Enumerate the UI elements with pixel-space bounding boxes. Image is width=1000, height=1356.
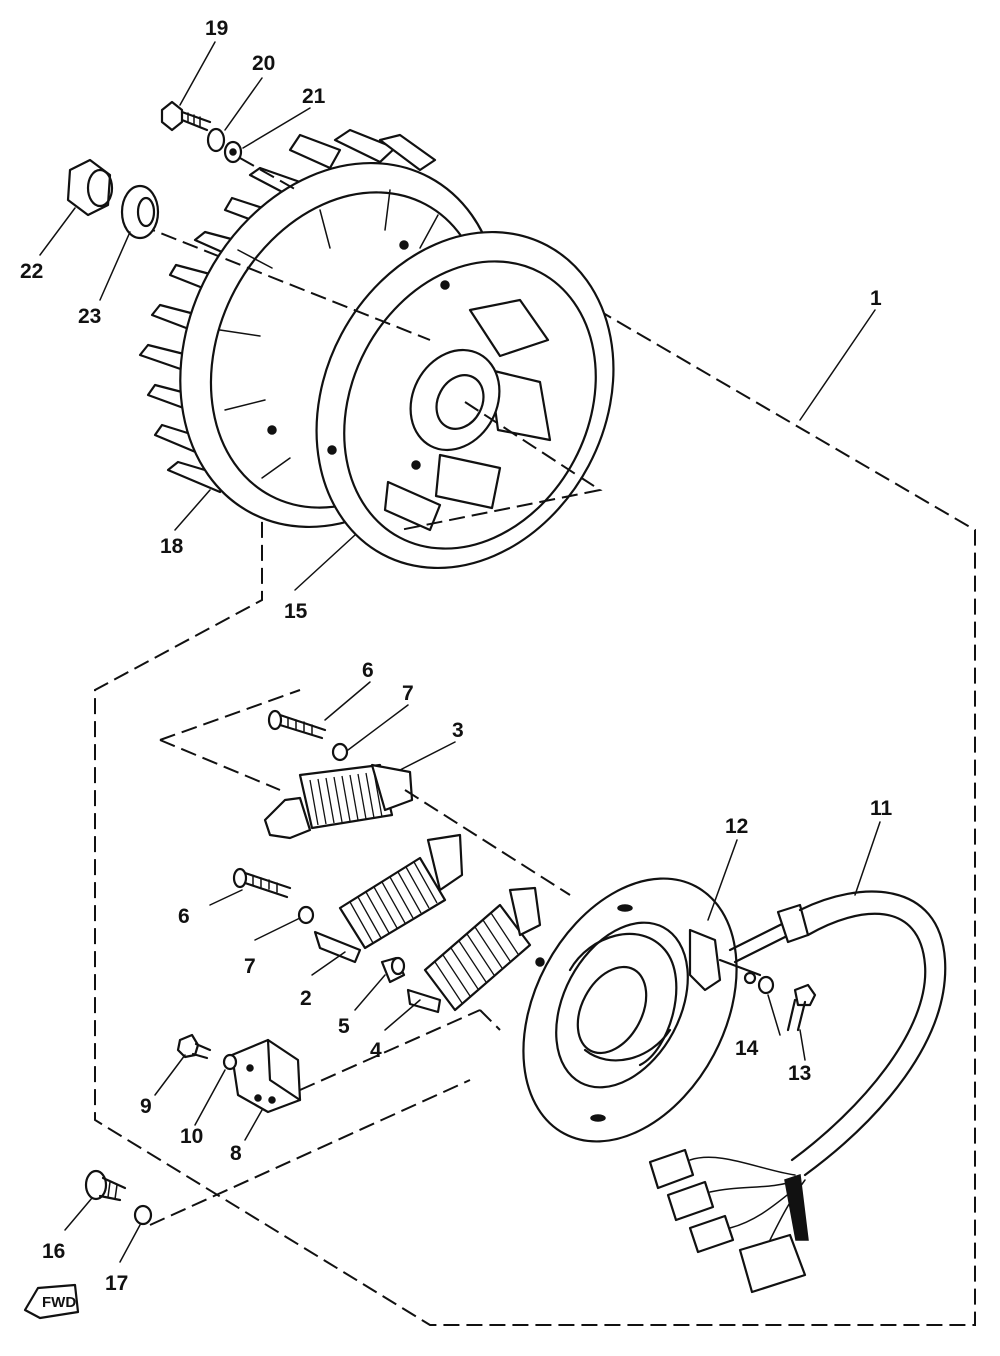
part-label-3: 3 — [452, 719, 464, 742]
screw-13 — [786, 983, 817, 1032]
nut-22 — [66, 158, 114, 217]
stator-base-plate — [522, 877, 738, 1143]
washer-20 — [206, 127, 226, 153]
part-label-5: 5 — [338, 1015, 350, 1038]
part-label-23: 23 — [78, 305, 101, 328]
magnet — [434, 453, 502, 510]
part-label-10: 10 — [180, 1125, 203, 1148]
part-label-19: 19 — [205, 17, 228, 40]
part-label-7-mid: 7 — [244, 955, 256, 978]
washer-7-mid — [297, 905, 315, 925]
part-label-21: 21 — [302, 85, 326, 108]
screw-16 — [84, 1169, 127, 1202]
bolt-19 — [160, 100, 212, 132]
part-label-11: 11 — [870, 797, 893, 820]
collar-5 — [380, 956, 406, 984]
part-label-9: 9 — [140, 1095, 152, 1118]
part-label-4: 4 — [370, 1039, 382, 1062]
wire-grommet-12 — [688, 928, 762, 992]
leader-lines — [39, 41, 881, 1263]
rotor-cup-rim — [343, 260, 597, 550]
lighting-coil-4 — [406, 886, 542, 1014]
part-labels: 19 20 21 22 23 1 18 15 6 7 3 11 12 6 7 2… — [20, 17, 893, 1295]
part-label-14: 14 — [735, 1037, 759, 1060]
part-label-6-mid: 6 — [178, 905, 190, 928]
pulser-coil-8 — [230, 1038, 302, 1114]
part-label-12: 12 — [725, 815, 748, 838]
screw-9 — [176, 1033, 212, 1060]
part-label-8: 8 — [230, 1142, 242, 1165]
part-label-20: 20 — [252, 52, 275, 75]
washer-7-top — [331, 742, 349, 762]
part-label-7-top: 7 — [402, 682, 414, 705]
washer-14 — [757, 975, 775, 995]
washer-23 — [120, 184, 160, 240]
magnet — [468, 298, 550, 358]
flywheel-rotor — [138, 128, 615, 570]
screw-6-top — [267, 709, 327, 740]
part-label-13: 13 — [788, 1062, 811, 1085]
wire-harness-11 — [648, 890, 947, 1294]
part-label-22: 22 — [20, 260, 43, 283]
part-label-18: 18 — [160, 535, 184, 558]
fwd-arrow-icon: FWD — [23, 1283, 80, 1320]
source-coil-2 — [313, 833, 464, 964]
charge-coil-3 — [263, 763, 414, 840]
part-label-17: 17 — [105, 1272, 128, 1295]
part-label-16: 16 — [42, 1240, 65, 1263]
part-label-15: 15 — [284, 600, 308, 623]
part-label-6-top: 6 — [362, 659, 374, 682]
screw-6-mid — [232, 867, 292, 899]
fwd-label: FWD — [42, 1294, 76, 1311]
washer-10 — [222, 1053, 238, 1071]
magnet — [383, 480, 442, 532]
part-label-1: 1 — [870, 287, 882, 310]
washer-17 — [133, 1204, 153, 1226]
part-label-2: 2 — [300, 987, 312, 1010]
